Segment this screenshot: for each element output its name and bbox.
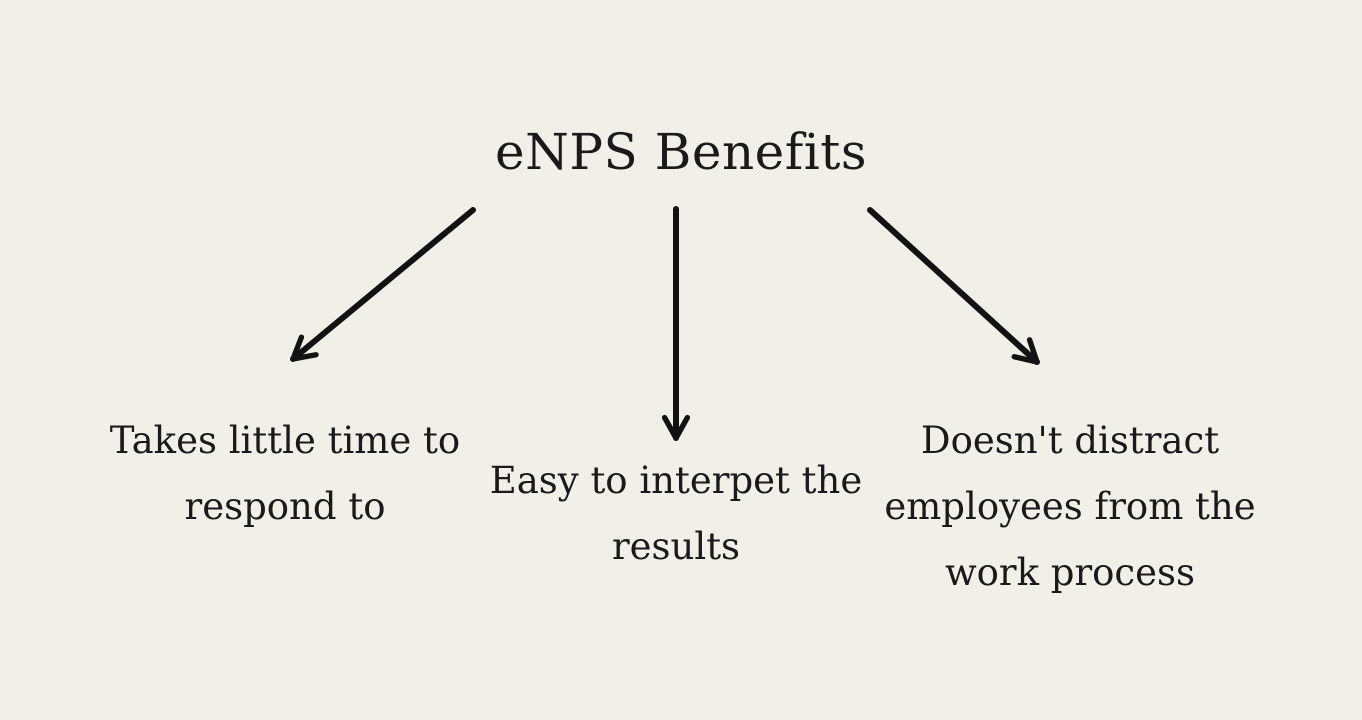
benefit-node-takes-little-time: Takes little time to respond to xyxy=(109,419,461,528)
diagram-title: eNPS Benefits xyxy=(494,123,867,181)
arrow-to-left-node xyxy=(290,207,476,362)
benefit-node-doesnt-distract: Doesn't distract employees from the work… xyxy=(884,419,1256,594)
benefit-node-easy-to-interpret: Easy to interpet the results xyxy=(489,459,863,568)
arrow-to-right-node xyxy=(867,207,1040,365)
